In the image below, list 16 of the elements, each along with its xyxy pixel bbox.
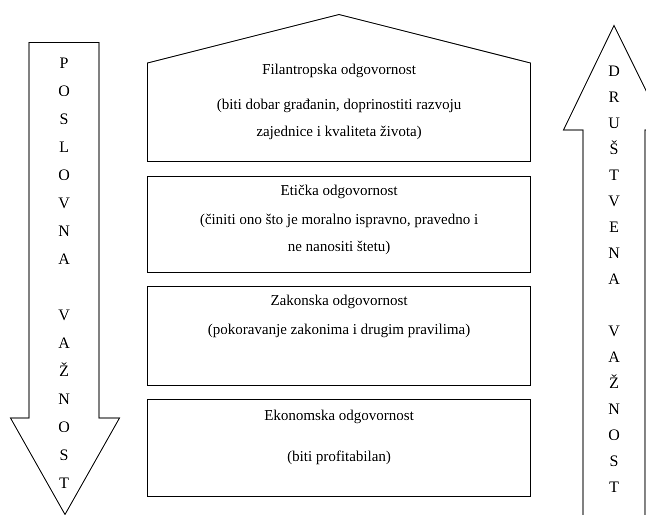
box-heading: Filantropska odgovornost (262, 61, 416, 80)
text-box (147, 176, 531, 273)
box-heading: Etička odgovornost (280, 182, 398, 201)
box-description: (biti profitabilan) (287, 448, 391, 467)
text-box (147, 286, 531, 386)
box-description: (pokoravanje zakonima i drugim pravilima) (208, 321, 470, 340)
box-description: (biti dobar građanin, doprinostiti razvoju zajednice i kvaliteta života) (216, 96, 462, 142)
text-box (147, 399, 531, 497)
pentagon-box (147, 14, 531, 162)
box-heading: Zakonska odgovornost (270, 292, 408, 311)
box-heading: Ekonomska odgovornost (264, 407, 414, 426)
down-arrow (10, 42, 120, 515)
up-arrow (563, 25, 646, 515)
box-description: (činiti ono što je moralno ispravno, pravedno i ne nanositi štetu) (199, 211, 479, 257)
vertical-label: POSLOVNA VAŽNOST (57, 54, 71, 494)
vertical-label: DRUŠTVENA VAŽNOST (607, 62, 621, 498)
